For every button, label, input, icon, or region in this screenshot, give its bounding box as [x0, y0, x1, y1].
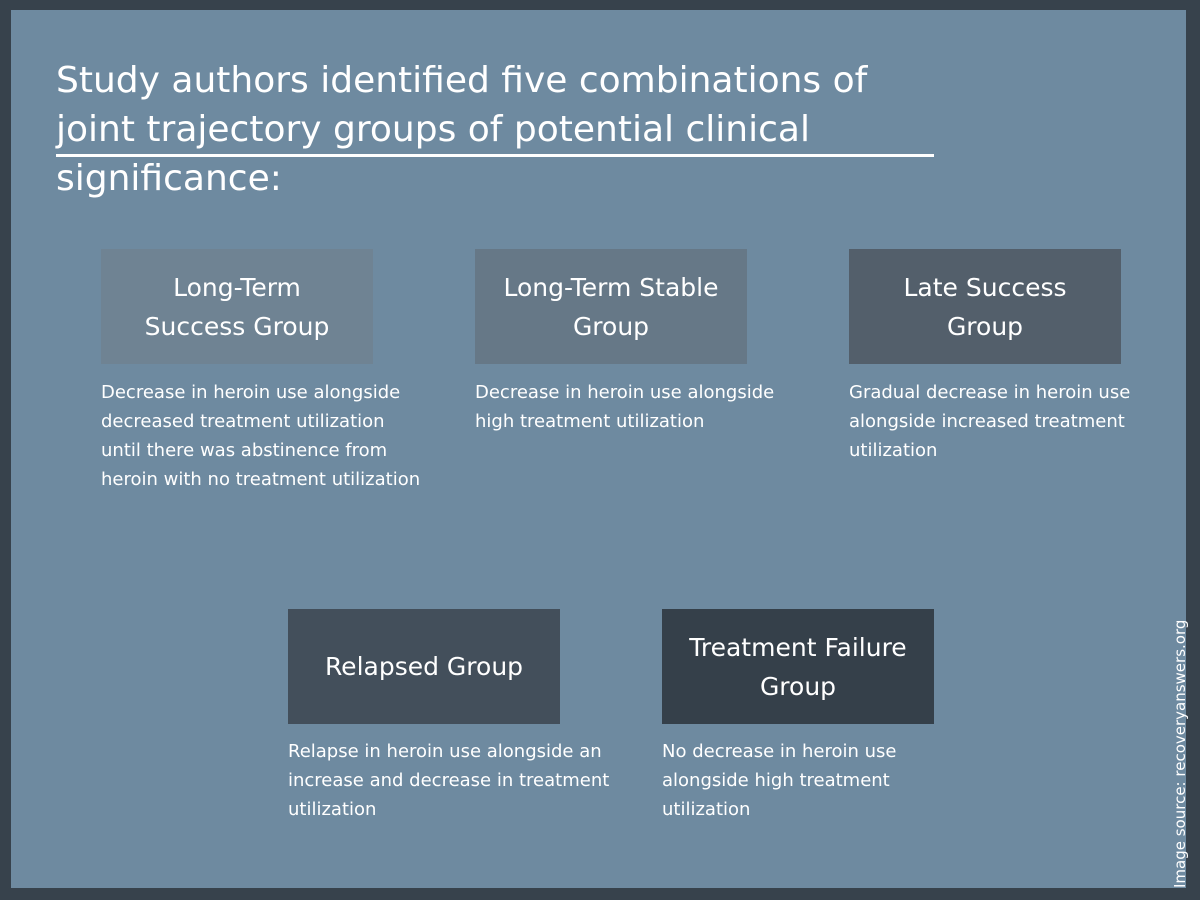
group-description-long-term-stable: Decrease in heroin use alongside high tr…: [475, 382, 775, 432]
group-box-long-term-success: Long-Term Success Group: [101, 249, 373, 364]
title-underline: [56, 154, 934, 157]
group-description-treatment-failure: No decrease in heroin use alongside high…: [662, 741, 897, 820]
group-box-late-success: Late Success Group: [849, 249, 1121, 364]
group-box-treatment-failure: Treatment Failure Group: [662, 609, 934, 724]
group-description-late-success: Gradual decrease in heroin use alongside…: [849, 382, 1131, 461]
infographic-panel: Study authors identified five combinatio…: [11, 10, 1186, 888]
group-box-relapsed: Relapsed Group: [288, 609, 560, 724]
group-description-relapsed: Relapse in heroin use alongside an incre…: [288, 741, 610, 820]
page-title: Study authors identified five combinatio…: [56, 60, 868, 199]
group-description-long-term-success: Decrease in heroin use alongside decreas…: [101, 382, 421, 490]
group-box-long-term-stable: Long-Term Stable Group: [475, 249, 747, 364]
image-source-credit: Image source: recoveryanswers.org: [1171, 619, 1189, 888]
